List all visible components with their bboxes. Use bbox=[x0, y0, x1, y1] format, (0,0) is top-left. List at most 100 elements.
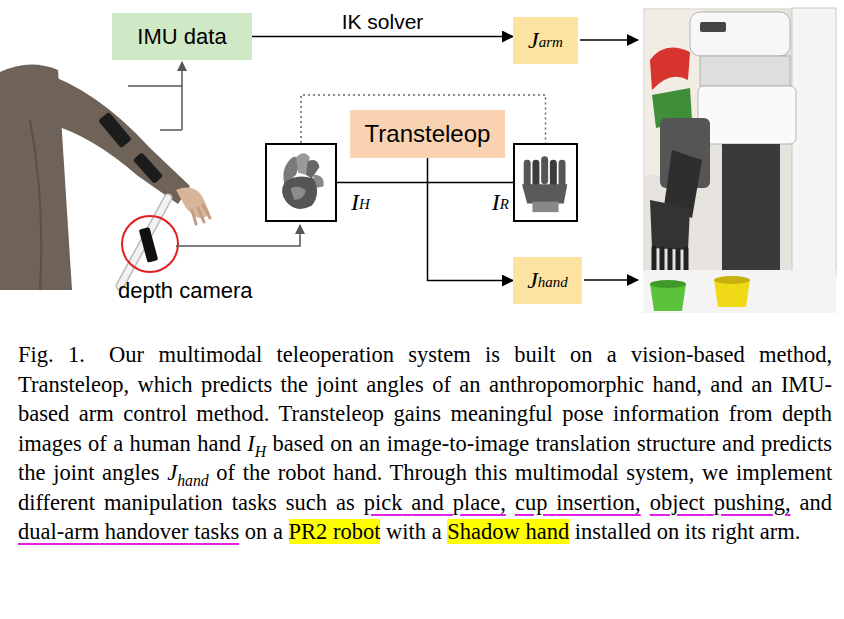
caption-word: from bbox=[729, 401, 773, 426]
caption-word: the bbox=[281, 372, 309, 397]
highlight: Shadow hand bbox=[447, 519, 569, 544]
callout-label: depth camera bbox=[118, 278, 253, 304]
caption-word: a bbox=[432, 519, 442, 544]
variable-subscript: hand bbox=[538, 274, 568, 291]
caption-word: information bbox=[613, 401, 719, 426]
caption-word: Our bbox=[109, 342, 144, 367]
caption-word: arm bbox=[79, 401, 114, 426]
caption-word: a bbox=[607, 342, 617, 367]
box-content: IMU data bbox=[137, 24, 226, 50]
connector bbox=[428, 158, 514, 281]
caption-word: teleoperation bbox=[276, 342, 393, 367]
caption-word: translation bbox=[536, 431, 631, 456]
box-content: Transteleop bbox=[365, 120, 491, 148]
highlight: object pushing, bbox=[650, 490, 791, 515]
caption-word: the bbox=[243, 460, 271, 485]
caption-word: a bbox=[113, 431, 123, 456]
caption-word: manipulation bbox=[104, 490, 223, 515]
caption-word: and bbox=[800, 490, 833, 515]
caption-word: multimodal bbox=[515, 460, 619, 485]
caption-word: PR2 bbox=[289, 519, 328, 544]
caption-word: anthropomorphic bbox=[489, 372, 644, 397]
caption-word: gains bbox=[393, 401, 441, 426]
caption-word: an bbox=[359, 431, 380, 456]
caption-word: method, bbox=[759, 342, 832, 367]
caption-word: different bbox=[18, 490, 95, 515]
image-box: IH bbox=[265, 143, 337, 222]
caption-word: joint bbox=[53, 460, 94, 485]
caption-word: images bbox=[18, 431, 82, 456]
caption-word: an bbox=[751, 372, 772, 397]
caption-word: image-to-image bbox=[387, 431, 529, 456]
box-label: IMU data bbox=[137, 24, 226, 50]
output-arrow bbox=[580, 40, 638, 280]
variable-subscript: arm bbox=[539, 34, 563, 51]
caption-word: control bbox=[123, 401, 187, 426]
caption-word: a bbox=[273, 519, 283, 544]
caption-word: built bbox=[514, 342, 555, 367]
caption-word: system bbox=[408, 342, 471, 367]
caption-word: Shadow bbox=[447, 519, 520, 544]
caption-word: predicts bbox=[201, 372, 272, 397]
caption-word: on bbox=[570, 342, 593, 367]
caption-word: on bbox=[245, 519, 268, 544]
caption-word: dual-arm bbox=[18, 519, 99, 544]
caption-word: of bbox=[88, 431, 107, 456]
connector bbox=[252, 36, 513, 38]
caption-word: multimodal bbox=[158, 342, 262, 367]
highlight: pick and place, bbox=[364, 490, 506, 515]
caption-word: handover bbox=[105, 519, 189, 544]
output-box: Jhand bbox=[513, 257, 582, 304]
caption-word: and bbox=[411, 490, 444, 515]
math-symbol: I bbox=[247, 431, 255, 456]
caption-word: pick bbox=[364, 490, 403, 515]
caption-word: object bbox=[650, 490, 705, 515]
highlight: cup insertion, bbox=[515, 490, 641, 515]
caption-word: of bbox=[216, 460, 235, 485]
math-subscript: H bbox=[255, 442, 266, 459]
caption-word: IH bbox=[247, 431, 266, 456]
math-subscript: hand bbox=[177, 472, 209, 489]
caption-word: Jhand bbox=[167, 460, 209, 485]
caption-word: meaningful bbox=[450, 401, 552, 426]
caption-word: Fig. bbox=[18, 342, 54, 367]
caption-word: hand bbox=[197, 431, 241, 456]
caption-word: based bbox=[273, 431, 324, 456]
image-label: IH bbox=[351, 189, 370, 216]
box-content: Jarm bbox=[528, 27, 563, 54]
caption-word: hand bbox=[525, 519, 569, 544]
output-box: Jarm bbox=[513, 17, 578, 64]
caption-word: implement bbox=[736, 460, 832, 485]
caption-word: tasks bbox=[194, 519, 239, 544]
box-content: Jhand bbox=[527, 267, 568, 294]
caption-word: pushing, bbox=[714, 490, 791, 515]
caption-word: an bbox=[459, 372, 480, 397]
highlight: dual-arm handover tasks bbox=[18, 519, 239, 544]
operator-photo bbox=[0, 64, 210, 290]
connector bbox=[337, 182, 513, 184]
edge-label: IK solver bbox=[339, 10, 427, 34]
caption-word: hand. bbox=[333, 460, 382, 485]
caption-word: right bbox=[712, 519, 755, 544]
image-box: IR bbox=[513, 143, 578, 222]
caption-word: robot bbox=[278, 460, 326, 485]
variable-subscript: H bbox=[359, 196, 370, 213]
variable-symbol: I bbox=[351, 189, 359, 216]
caption-word: tasks bbox=[232, 490, 277, 515]
figure-caption: Fig. 1. Our multimodal teleoperation sys… bbox=[18, 340, 832, 547]
caption-word: which bbox=[137, 372, 192, 397]
caption-word: and bbox=[722, 431, 755, 456]
image-label: IR bbox=[492, 189, 509, 216]
caption-word: system, bbox=[626, 460, 694, 485]
caption-word: place, bbox=[453, 490, 506, 515]
variable-symbol: J bbox=[528, 27, 539, 54]
caption-word: angles bbox=[366, 372, 423, 397]
box-label: Transteleop bbox=[365, 120, 491, 148]
caption-word: of bbox=[432, 372, 451, 397]
hand-image bbox=[267, 145, 335, 220]
caption-word: Through bbox=[390, 460, 468, 485]
caption-word: we bbox=[702, 460, 728, 485]
caption-word: with bbox=[386, 519, 426, 544]
caption-word: pose bbox=[562, 401, 603, 426]
caption-word: this bbox=[475, 460, 508, 485]
